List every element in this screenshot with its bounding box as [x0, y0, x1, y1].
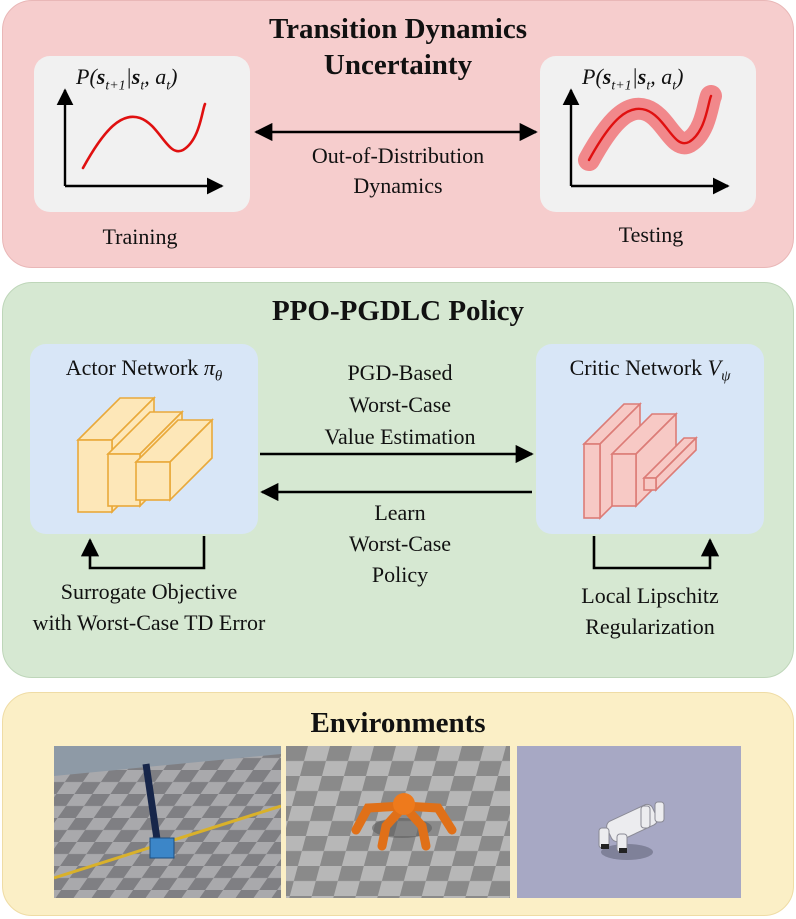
actor-loop-arrow: [80, 536, 206, 570]
policy-title: PPO-PGDLC Policy: [271, 295, 525, 327]
ood-text-line1: Out-of-Distribution: [311, 143, 485, 168]
critic-network-label: Critic Network Vψ: [569, 355, 731, 385]
backward-text-line1: Learn: [374, 500, 426, 525]
forward-text-line3: Value Estimation: [324, 424, 476, 449]
actor-loop-text-line2: with Worst-Case TD Error: [32, 610, 266, 635]
environments-title: Environments: [310, 707, 486, 739]
critic-loop-arrow: [592, 536, 720, 570]
training-caption: Training: [102, 224, 178, 249]
env-cartpole-image: [54, 746, 281, 898]
forward-text-line2: Worst-Case: [348, 392, 452, 417]
critic-loop-text-line1: Local Lipschitz: [581, 583, 719, 608]
critic-loop-text-line2: Regularization: [585, 614, 715, 639]
training-curve: [81, 102, 207, 170]
env-ant-image: [286, 746, 510, 898]
dynamics-title-line1: Transition Dynamics: [268, 13, 528, 45]
actor-network-label: Actor Network πθ: [65, 355, 223, 385]
critic-layer-3: [642, 436, 698, 492]
dynamics-title-line2: Uncertainty: [323, 49, 473, 81]
backward-text-line3: Policy: [371, 562, 429, 587]
backward-text-line2: Worst-Case: [348, 531, 452, 556]
actor-loop-text-line1: Surrogate Objective: [60, 579, 238, 604]
testing-caption: Testing: [618, 222, 684, 247]
forward-text-line1: PGD-Based: [347, 360, 453, 385]
actor-layer-3: [134, 418, 214, 502]
testing-curve: [587, 94, 713, 162]
training-plot-formula: P(st+1|st, at): [76, 64, 178, 94]
env-quadruped-image: [517, 746, 741, 898]
testing-plot-formula: P(st+1|st, at): [582, 64, 684, 94]
ood-text-line2: Dynamics: [353, 173, 443, 198]
